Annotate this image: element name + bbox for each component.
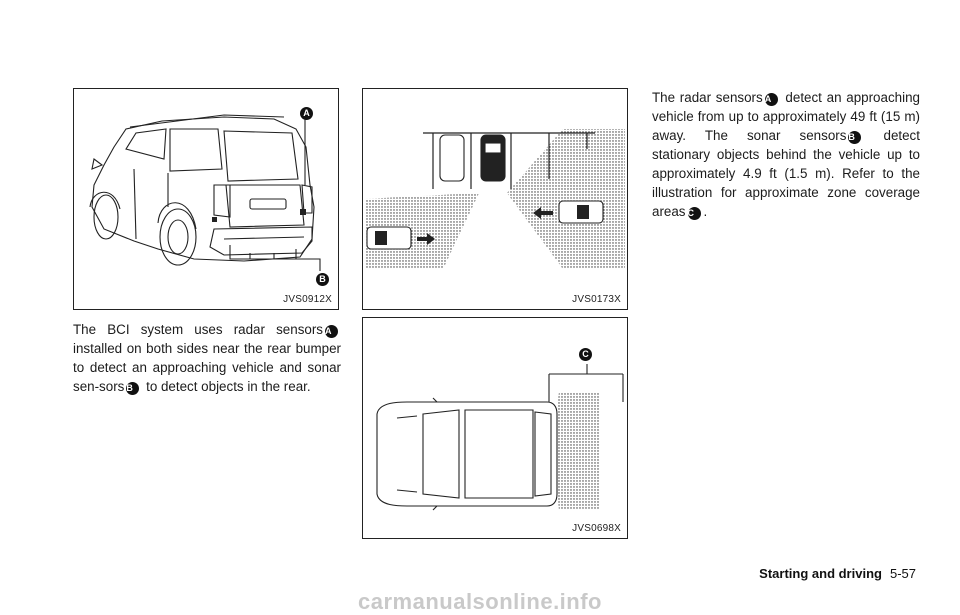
callout-b-icon: B — [126, 382, 140, 395]
figure-vehicle-sensors: A B JVS0912X — [73, 88, 339, 310]
callout-a-icon: A — [298, 103, 316, 121]
figure-code: JVS0173X — [572, 294, 621, 305]
figure-detection-zones: JVS0173X — [362, 88, 628, 310]
callout-c-icon: C — [687, 207, 701, 220]
suv-rear-illustration — [89, 114, 321, 271]
figure-code: JVS0912X — [283, 294, 332, 305]
callout-b-icon: B — [848, 131, 862, 144]
parking-zone-illustration — [365, 129, 625, 269]
figure-code: JVS0698X — [572, 523, 621, 534]
figure-coverage-area: C JVS0698X — [362, 317, 628, 539]
callout-a-icon: A — [325, 325, 338, 338]
callout-a-icon: A — [764, 93, 778, 106]
callout-b-icon: B — [314, 269, 332, 287]
top-view-illustration — [376, 364, 624, 511]
site-watermark: carmanualsonline.info — [358, 589, 602, 614]
callout-c-icon: C — [577, 344, 595, 362]
page-number: 5-57 — [889, 566, 916, 581]
page-footer: Starting and driving 5-57 — [759, 566, 916, 581]
section-title: Starting and driving — [759, 566, 882, 581]
